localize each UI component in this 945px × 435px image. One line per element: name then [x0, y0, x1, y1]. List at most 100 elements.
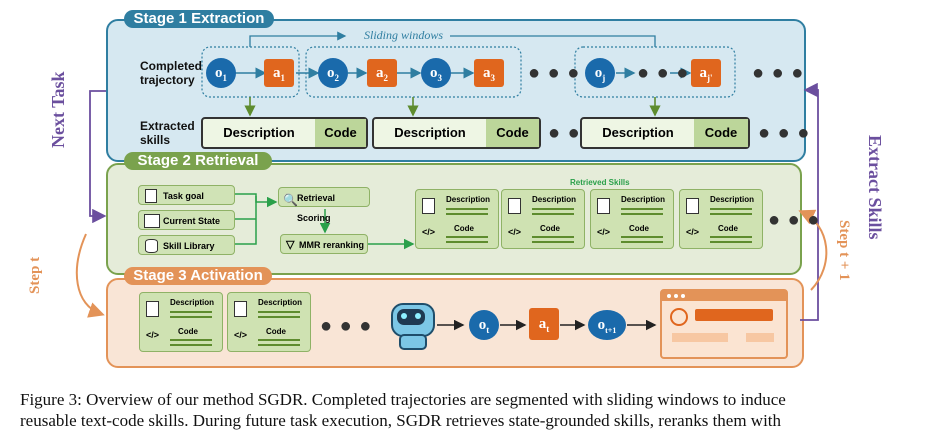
text-line — [621, 241, 663, 243]
skills-ellipsis-2: ● ● ● — [758, 122, 811, 144]
card-description: Description — [170, 298, 215, 307]
step-t1-label: Step t + 1 — [836, 220, 852, 281]
mmr-reranking-box: ▽ MMR reranking — [280, 234, 368, 254]
text-line — [258, 311, 300, 313]
text-line — [532, 236, 574, 238]
document-icon — [234, 301, 247, 317]
code-icon: </> — [146, 330, 160, 340]
action-a3: a3 — [474, 59, 504, 87]
skill-code: Code — [315, 119, 366, 147]
text-line — [710, 236, 752, 238]
extracted-skills-label: Extracted skills — [140, 119, 195, 147]
skill-code: Code — [694, 119, 748, 147]
extracted-skill-1: Description Code — [201, 117, 368, 149]
card-code: Code — [629, 224, 649, 233]
skill-card: Description </> Code — [590, 189, 674, 249]
sliding-arrow-right — [450, 35, 656, 47]
document-icon — [145, 189, 157, 203]
caption-line-2: reusable text-code skills. During future… — [20, 411, 782, 430]
extract-skills-arrow — [800, 82, 819, 321]
task-goal-input: Task goal — [138, 185, 235, 205]
trajectory-ellipsis-1: ● ● ● — [528, 62, 581, 84]
code-icon: </> — [597, 227, 611, 237]
skill-library-label: Skill Library — [163, 241, 215, 251]
text-line — [170, 344, 212, 346]
observation-oj: oj — [585, 58, 615, 88]
magnifier-icon: 🔍 — [283, 193, 298, 207]
extracted-skill-3: Description Code — [580, 117, 750, 149]
extracted-skill-2: Description Code — [372, 117, 541, 149]
text-line — [446, 241, 488, 243]
caption-line-1: Figure 3: Overview of our method SGDR. C… — [20, 390, 786, 409]
sliding-windows-label: Sliding windows — [362, 28, 446, 43]
text-line — [258, 316, 300, 318]
filter-icon: ▽ — [286, 239, 295, 251]
retrieved-ellipsis: ● ● ● — [768, 209, 821, 231]
text-line — [446, 208, 488, 210]
text-line — [621, 208, 663, 210]
extracted-label-line2: skills — [140, 133, 171, 147]
document-icon — [597, 198, 610, 214]
environment-window — [660, 289, 788, 359]
window-block-1 — [672, 333, 728, 342]
card-description: Description — [710, 195, 755, 204]
task-goal-label: Task goal — [163, 191, 204, 201]
card-description: Description — [621, 195, 666, 204]
card-description: Description — [446, 195, 491, 204]
trajectory-ellipsis-3: ● ● ● — [752, 62, 805, 84]
text-line — [258, 344, 300, 346]
retrieval-scoring-box: 🔍 Retrieval Scoring — [278, 187, 370, 223]
stage3-tab: Stage 3 Activation — [124, 267, 272, 285]
window-titlebar — [662, 291, 786, 301]
robot-agent-icon — [386, 298, 436, 350]
extract-skills-label: Extract Skills — [865, 135, 885, 240]
card-description: Description — [258, 298, 303, 307]
next-task-label: Next Task — [48, 71, 68, 148]
skill-description: Description — [394, 125, 466, 140]
stage1-tab: Stage 1 Extraction — [124, 10, 274, 28]
skill-library-input: Skill Library — [138, 235, 235, 255]
observation-ot: ot — [469, 310, 499, 340]
code-icon: </> — [686, 227, 700, 237]
skill-card: Description </> Code — [415, 189, 499, 249]
browser-window-icon — [144, 214, 160, 228]
retrieval-scoring-label: Retrieval Scoring — [297, 193, 336, 223]
extracted-label-line1: Extracted — [140, 119, 195, 133]
trajectory-ellipsis-2: ● ● ● — [637, 62, 690, 84]
text-line — [446, 213, 488, 215]
code-icon: </> — [422, 227, 436, 237]
text-line — [170, 339, 212, 341]
stage2-tab: Stage 2 Retrieval — [124, 152, 272, 170]
card-code: Code — [266, 327, 286, 336]
text-line — [710, 208, 752, 210]
document-icon — [508, 198, 521, 214]
skill-card: Description </> Code — [679, 189, 763, 249]
text-line — [170, 311, 212, 313]
next-task-arrow — [89, 90, 107, 224]
action-aj: aj' — [691, 59, 721, 87]
step-t-label: Step t — [27, 256, 43, 294]
code-icon: </> — [234, 330, 248, 340]
action-at: at — [529, 308, 559, 340]
text-line — [258, 339, 300, 341]
card-code: Code — [718, 224, 738, 233]
text-line — [621, 213, 663, 215]
sliding-arrow-left — [249, 31, 347, 47]
text-line — [170, 316, 212, 318]
step-t1-arrow — [798, 209, 828, 291]
observation-o3: o3 — [421, 58, 451, 88]
globe-icon — [670, 308, 688, 326]
completed-label-line1: Completed — [140, 59, 203, 73]
card-code: Code — [454, 224, 474, 233]
action-a2: a2 — [367, 59, 397, 87]
observation-o1: o1 — [206, 58, 236, 88]
text-line — [532, 213, 574, 215]
step-t-arrow — [75, 233, 105, 318]
card-code: Code — [178, 327, 198, 336]
skill-card: Description </> Code — [139, 292, 223, 352]
code-icon: </> — [508, 227, 522, 237]
document-icon — [686, 198, 699, 214]
text-line — [710, 213, 752, 215]
activation-ellipsis: ● ● ● — [320, 315, 373, 337]
